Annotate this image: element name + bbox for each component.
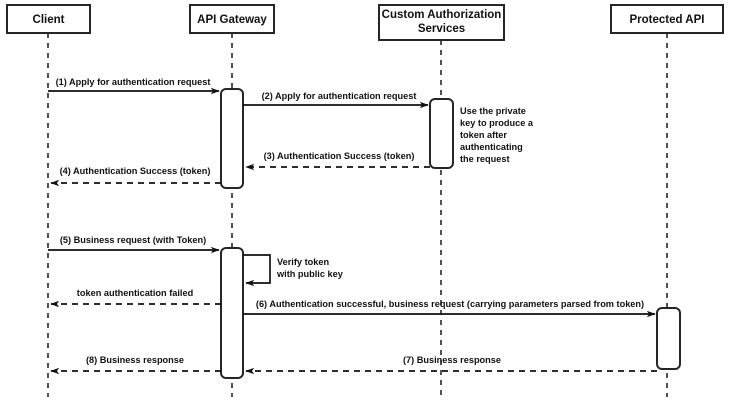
actor-label-custom-authorization-services-line2: Services: [418, 23, 465, 35]
actor-label-api-gateway: API Gateway: [197, 14, 267, 26]
note-private-key-line-3: token after: [460, 130, 507, 140]
actor-header-custom-authorization-services[interactable]: Custom Authorization Services: [378, 4, 505, 41]
message-self-verify-token-label-line1: Verify token: [277, 257, 329, 267]
note-private-key-line-1: Use the private: [460, 106, 526, 116]
message-token-authentication-failed[interactable]: token authentication failed: [50, 288, 221, 308]
message-7-label: (7) Business response: [403, 355, 501, 365]
message-2-label: (2) Apply for authentication request: [262, 91, 417, 101]
message-3-label: (3) Authentication Success (token): [264, 151, 415, 161]
activation-api-gateway-auth[interactable]: [220, 88, 244, 189]
activation-custom-authorization-services[interactable]: [429, 98, 454, 169]
note-private-key: Use the private key to produce a token a…: [460, 106, 534, 164]
lifelines: [47, 33, 668, 397]
message-8[interactable]: (8) Business response: [50, 355, 221, 375]
message-5[interactable]: (5) Business request (with Token): [48, 235, 220, 254]
message-self-verify-token-label-line2: with public key: [276, 269, 344, 279]
actor-header-client[interactable]: Client: [6, 4, 91, 34]
message-4-label: (4) Authentication Success (token): [60, 166, 211, 176]
message-4[interactable]: (4) Authentication Success (token): [50, 166, 221, 187]
message-1[interactable]: (1) Apply for authentication request: [48, 77, 220, 95]
activation-bars: [220, 88, 681, 379]
message-1-label: (1) Apply for authentication request: [56, 77, 211, 87]
message-3[interactable]: (3) Authentication Success (token): [245, 151, 430, 171]
message-6[interactable]: (6) Authentication successful, business …: [243, 299, 656, 318]
note-private-key-line-2: key to produce a: [460, 118, 534, 128]
message-8-label: (8) Business response: [86, 355, 184, 365]
actor-box-protected-api[interactable]: [610, 4, 724, 34]
message-self-verify-token-arrow[interactable]: [243, 254, 271, 287]
message-self-verify-token[interactable]: Verify token with public key: [243, 254, 344, 287]
actor-header-protected-api[interactable]: Protected API: [610, 4, 724, 34]
message-5-label: (5) Business request (with Token): [60, 235, 206, 245]
actor-label-custom-authorization-services-line1: Custom Authorization: [382, 9, 502, 21]
actor-box-api-gateway[interactable]: [189, 4, 275, 34]
message-token-authentication-failed-label: token authentication failed: [77, 288, 193, 298]
note-private-key-line-5: the request: [460, 154, 510, 164]
actor-box-custom-authorization-services[interactable]: [378, 4, 505, 41]
activation-api-gateway-business[interactable]: [220, 247, 244, 379]
message-6-label: (6) Authentication successful, business …: [256, 299, 644, 309]
note-private-key-line-4: authenticating: [460, 142, 523, 152]
message-2[interactable]: (2) Apply for authentication request: [243, 91, 429, 109]
actor-label-protected-api: Protected API: [630, 14, 705, 26]
message-7[interactable]: (7) Business response: [245, 355, 657, 375]
actor-label-client: Client: [33, 14, 65, 26]
activation-protected-api[interactable]: [656, 307, 681, 370]
actor-header-api-gateway[interactable]: API Gateway: [189, 4, 275, 34]
actor-box-client[interactable]: [6, 4, 91, 34]
